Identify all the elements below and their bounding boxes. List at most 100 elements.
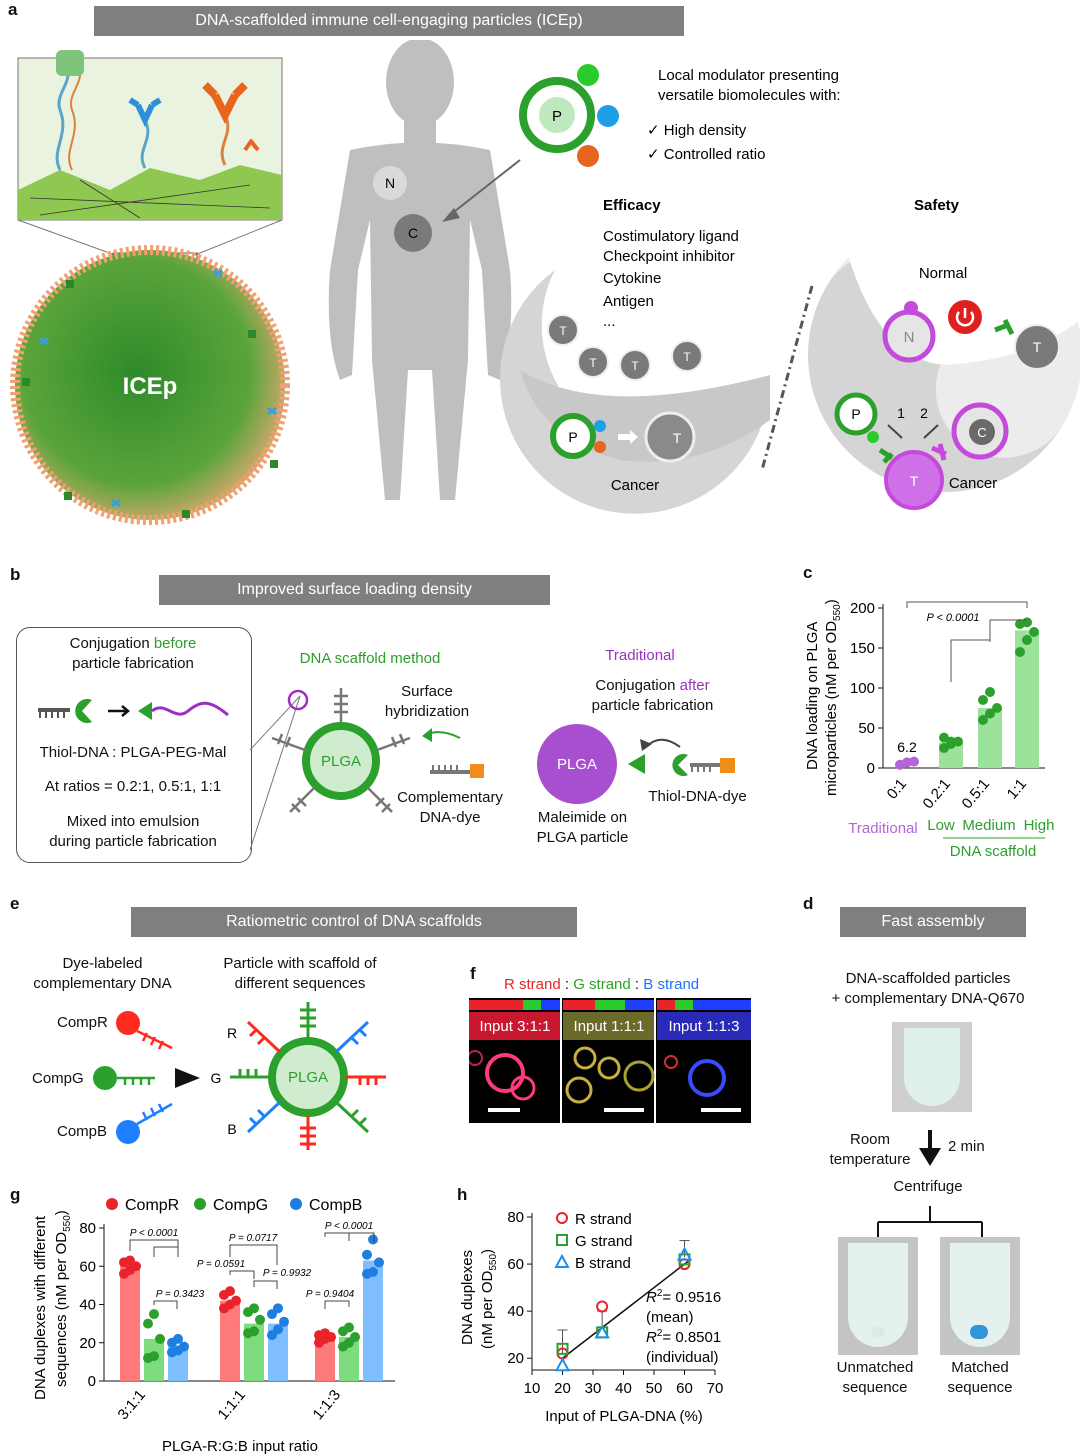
- h-point: [594, 1324, 610, 1339]
- membrane-surface: [18, 165, 282, 220]
- svg-text:sequences (nM per OD550): sequences (nM per OD550): [53, 1210, 73, 1387]
- g-point: [225, 1286, 235, 1297]
- c-point: [985, 687, 995, 697]
- svg-text:P: P: [552, 108, 562, 125]
- tube-photo-matched: [940, 1237, 1020, 1355]
- safety-cancer-label: Cancer: [949, 475, 997, 492]
- g-ytick-label: 0: [88, 1373, 96, 1390]
- dna-strand: [55, 69, 70, 171]
- svg-text:microparticles (nM per OD550): microparticles (nM per OD550): [823, 599, 843, 796]
- svg-text:G: G: [211, 1070, 222, 1086]
- h-ytick-label: 20: [507, 1350, 524, 1367]
- g-point: [273, 1324, 283, 1335]
- g-ytick-label: 80: [79, 1220, 96, 1237]
- g-ytick-label: 60: [79, 1258, 96, 1275]
- panel-h-letter: h: [457, 1185, 468, 1204]
- h-xlabel: Input of PLGA-DNA (%): [545, 1408, 703, 1425]
- panel-b-banner: Improved surface loading density: [159, 575, 550, 605]
- cytokine-icon: [56, 50, 84, 76]
- panel-d-banner: Fast assembly: [840, 907, 1026, 937]
- svg-text:T: T: [631, 359, 639, 373]
- h-point: [596, 1300, 609, 1313]
- c-point: [909, 756, 919, 767]
- g-dots: [119, 1234, 384, 1364]
- h-xtick-label: 40: [615, 1380, 632, 1397]
- panel-a-banner: DNA-scaffolded immune cell-engaging part…: [94, 6, 684, 36]
- scaffold-method-label: DNA scaffold method: [299, 650, 441, 667]
- panel-b-letter: b: [10, 565, 21, 584]
- g-point: [320, 1328, 330, 1339]
- g-p-6: P < 0.0001: [325, 1221, 373, 1232]
- panel-e-letter: e: [10, 894, 20, 913]
- svg-text:R2= 0.9516: R2= 0.9516: [646, 1288, 721, 1306]
- c-ytick-label: 100: [850, 680, 875, 697]
- c-ytick-label: 50: [858, 720, 875, 737]
- c-bar-label: 6.2: [897, 739, 917, 755]
- h-point: [676, 1246, 693, 1261]
- h-xtick-label: 20: [554, 1380, 571, 1397]
- c-p-value: P < 0.0001: [926, 612, 979, 624]
- g-point: [374, 1257, 384, 1268]
- g-ytick-label: 20: [79, 1335, 96, 1352]
- svg-text:R2= 0.8501: R2= 0.8501: [646, 1328, 721, 1346]
- g-p-1: P < 0.0001: [130, 1228, 178, 1239]
- human-silhouette: [328, 40, 512, 500]
- h-legend-label: R strand: [575, 1211, 632, 1228]
- c-ytick-label: 0: [867, 760, 875, 777]
- g-point: [279, 1316, 289, 1327]
- node-c: C: [408, 225, 418, 241]
- g-point: [149, 1309, 159, 1320]
- svg-text:2: 2: [920, 405, 928, 421]
- conjugation-before-box: [16, 627, 252, 863]
- g-legend-marker: [106, 1198, 118, 1210]
- h-xtick-label: 70: [707, 1380, 724, 1397]
- h-xtick-label: 60: [676, 1380, 693, 1397]
- svg-text:Cytokine: Cytokine: [603, 270, 661, 287]
- c-point: [978, 715, 988, 725]
- g-point: [155, 1333, 165, 1344]
- svg-text:T: T: [683, 350, 691, 364]
- c-ytick-label: 150: [850, 640, 875, 657]
- g-p-7: P = 0.9404: [306, 1289, 355, 1300]
- c-point: [992, 703, 1002, 713]
- g-point: [255, 1314, 265, 1325]
- svg-text:1: 1: [897, 405, 905, 421]
- svg-text:N: N: [904, 329, 915, 346]
- check-controlled-ratio: ✓ Controlled ratio: [647, 146, 765, 163]
- c-point: [946, 736, 956, 747]
- g-point: [344, 1322, 354, 1333]
- svg-text:Antigen: Antigen: [603, 293, 654, 310]
- c-point: [1029, 627, 1039, 637]
- efficacy-cancer-label: Cancer: [611, 477, 659, 494]
- tube-photo-before: [892, 1022, 972, 1112]
- input-1-1-1: Input 1:1:1: [574, 1018, 645, 1035]
- h-ytick-label: 40: [507, 1303, 524, 1320]
- panel-g-letter: g: [10, 1185, 21, 1204]
- g-ylabel-2: sequences (nM per OD: [53, 1232, 70, 1387]
- panel-a-letter: a: [8, 0, 18, 19]
- svg-text:PLGA: PLGA: [321, 753, 361, 770]
- h-r2-ind-label: (individual): [646, 1349, 719, 1366]
- before-emphasis: before: [153, 635, 197, 652]
- g-bars: [120, 1260, 383, 1381]
- chart-g: DNA duplexes with different sequences (n…: [32, 1197, 395, 1455]
- c-group-high: High: [1024, 817, 1055, 834]
- traditional-plga: [537, 724, 617, 804]
- traditional-label: Traditional: [605, 647, 675, 664]
- svg-text:R: R: [227, 1025, 237, 1041]
- svg-text:Checkpoint inhibitor: Checkpoint inhibitor: [603, 248, 735, 265]
- g-point: [125, 1255, 135, 1266]
- svg-text:PLGA: PLGA: [288, 1069, 328, 1086]
- g-bar: [120, 1266, 140, 1381]
- input-1-1-3: Input 1:1:3: [669, 1018, 740, 1035]
- g-legend-label: CompG: [213, 1197, 268, 1214]
- svg-text:C: C: [977, 425, 986, 440]
- panel-b-figure: PLGA PLGA: [38, 688, 735, 851]
- h-point: [554, 1357, 571, 1372]
- c-point: [1022, 635, 1032, 645]
- normal-label: Normal: [919, 265, 967, 282]
- icep-particle: [15, 250, 285, 520]
- g-point: [362, 1249, 372, 1260]
